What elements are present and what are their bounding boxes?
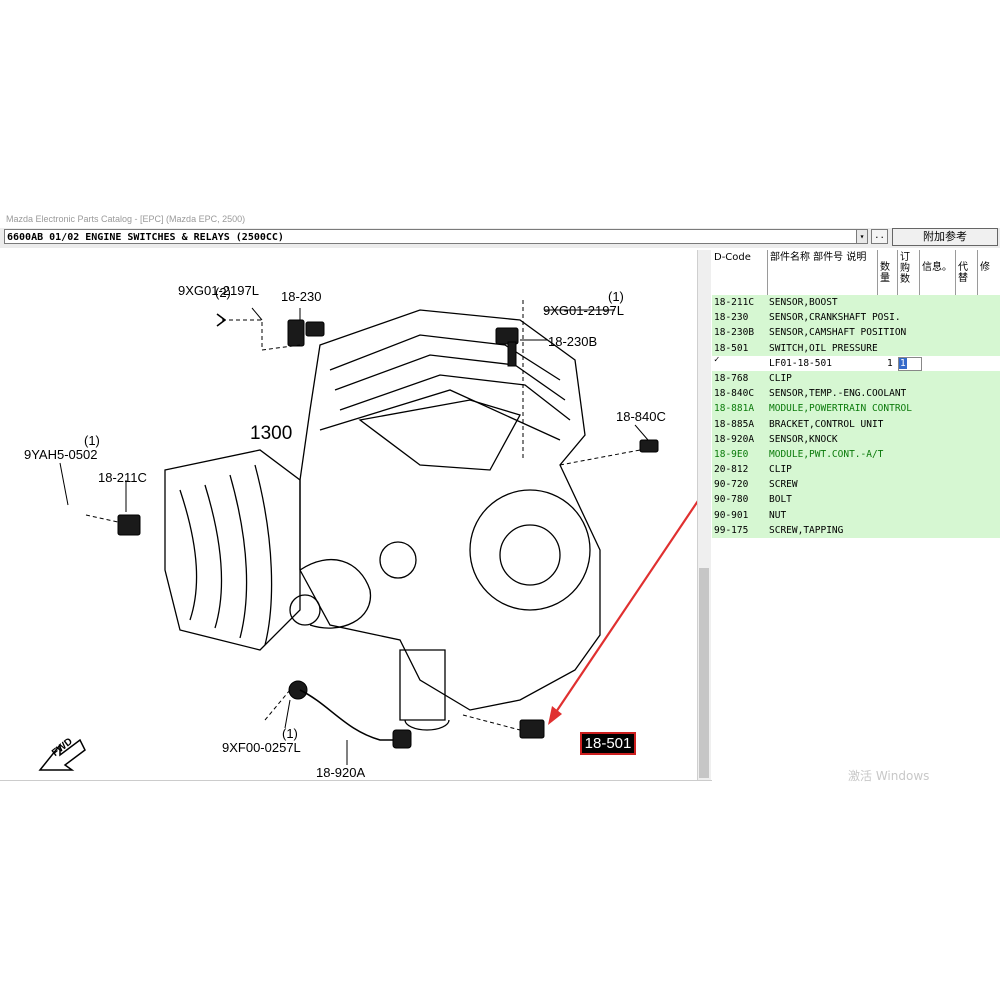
table-row[interactable]: 18-768 CLIP [712,370,1000,387]
activation-watermark: 激活 Windows [848,769,930,783]
intake-manifold [164,449,301,651]
section-select[interactable]: 6600AB 01/02 ENGINE SWITCHES & RELAYS (2… [4,229,866,244]
order-qty-input[interactable]: 1 [898,356,922,371]
table-row[interactable]: 90-720 SCREW [712,477,1000,493]
table-row[interactable]: 20-812 CLIP [712,462,1000,478]
part-label[interactable]: 18-840C [616,409,666,424]
toolbar: 6600AB 01/02 ENGINE SWITCHES & RELAYS (2… [0,228,1000,248]
engine-block-outline [299,309,601,711]
crank-sensor-part [287,319,305,347]
dcode-cell: 18-840C [714,388,755,400]
dcode-cell: 99-175 [714,524,749,536]
boost-sensor-part [117,514,141,536]
fastener-label: 9XF00-0257L [222,740,301,755]
fastener-label: (1) [282,726,298,741]
part-number-cell: LF01-18-501 [769,356,853,371]
name-cell: CLIP [769,372,792,384]
oil-pressure-switch-part [519,719,545,739]
cam-sensor-part [495,327,519,345]
name-cell: MODULE,POWERTRAIN CONTROL [769,403,912,415]
col-extra[interactable]: 修 [980,262,990,273]
highlighted-part-label[interactable]: 18-501 [580,732,636,755]
name-cell: BOLT [769,494,792,506]
name-cell: SCREW [769,479,798,491]
name-cell: SENSOR,BOOST [769,297,838,308]
grid-body: 18-211C SENSOR,BOOST 18-230 SENSOR,CRANKSH… [712,295,1000,538]
name-cell: SENSOR,CRANKSHAFT POSI. [769,312,901,324]
name-cell: SENSOR,KNOCK [769,433,838,445]
col-dcode[interactable]: D-Code [712,250,768,295]
order-qty-value: 1 [899,357,907,369]
name-cell: SCREW,TAPPING [769,524,844,536]
fastener-label: (2) [215,285,231,300]
table-row[interactable]: 18-211C SENSOR,BOOST [712,295,1000,311]
table-row[interactable]: 99-175 SCREW,TAPPING [712,522,1000,538]
col-alt[interactable]: 代替 [956,250,978,295]
chevron-down-icon[interactable]: ▾ [856,229,868,244]
name-cell: CLIP [769,464,792,476]
part-label[interactable]: 18-230 [281,289,322,304]
col-order[interactable]: 订购数 [898,250,920,295]
name-cell: SWITCH,OIL PRESSURE [769,342,878,354]
fastener-label: 9XG01-2197L [178,283,259,298]
dcode-cell: 18-885A [714,418,755,430]
col-qty[interactable]: 数量 [878,250,898,295]
dcode-cell: 18-211C [714,297,755,308]
fwd-arrow-icon [38,738,86,771]
table-row[interactable]: 18-881A MODULE,POWERTRAIN CONTROL [712,401,1000,417]
parts-diagram[interactable] [0,250,697,780]
part-label[interactable]: 18-211C [98,470,147,485]
grid-header: D-Code 部件名称 部件号 说明 数量 订购数 信息。 代替 修 [712,250,1000,296]
name-cell: MODULE,PWT.CONT.-A/T [769,448,884,460]
name-cell: SENSOR,CAMSHAFT POSITION [769,327,907,339]
dcode-cell: 90-720 [714,479,749,491]
qty-cell: 1 [887,357,893,369]
browse-button[interactable]: .. [871,229,888,244]
diagram-scrollbar[interactable] [697,250,711,780]
table-row[interactable]: 90-780 BOLT [712,492,1000,508]
scrollbar-thumb[interactable] [699,568,709,778]
table-row[interactable]: 18-920A SENSOR,KNOCK [712,431,1000,447]
table-row[interactable]: 18-230B SENSOR,CAMSHAFT POSITION [712,325,1000,341]
name-cell: BRACKET,CONTROL UNIT [769,418,884,430]
table-row[interactable]: 18-9E0 MODULE,PWT.CONT.-A/T [712,446,1000,463]
dcode-cell: 90-780 [714,494,749,506]
dcode-cell: 18-920A [714,433,755,445]
dcode-cell: 18-768 [714,372,749,384]
fastener-label: (1) [84,433,100,448]
dcode-cell: 18-230 [714,312,749,324]
col-info[interactable]: 信息。 [920,250,956,295]
divider [0,780,712,781]
table-row[interactable]: 18-840C SENSOR,TEMP.-ENG.COOLANT [712,386,1000,402]
check-icon[interactable]: ✓ [714,355,720,365]
part-label[interactable]: 1300 [250,423,293,444]
parts-grid: D-Code 部件名称 部件号 说明 数量 订购数 信息。 代替 修 18-21… [712,250,1000,540]
name-cell: SENSOR,TEMP.-ENG.COOLANT [769,388,907,400]
table-row[interactable]: 90-901 NUT [712,507,1000,523]
fastener-label: (1) [608,289,624,304]
table-row[interactable]: 18-885A BRACKET,CONTROL UNIT [712,416,1000,432]
fastener-label: 9YAH5-0502 [24,447,98,462]
name-cell: NUT [769,509,787,521]
dcode-cell: 90-901 [714,509,749,521]
dcode-cell: 20-812 [714,464,749,476]
col-name[interactable]: 部件名称 部件号 说明 [768,250,878,295]
dcode-cell: 18-881A [714,403,755,415]
table-row[interactable]: 18-230 SENSOR,CRANKSHAFT POSI. [712,310,1000,326]
additional-reference-button[interactable]: 附加参考 [892,228,998,246]
dcode-cell: 18-230B [714,327,755,339]
engine-illustration [38,300,697,771]
red-arrow-icon [548,500,697,725]
table-row[interactable]: 18-501 SWITCH,OIL PRESSURE [712,340,1000,356]
part-label[interactable]: 18-230B [548,334,598,349]
dcode-cell: 18-501 [714,342,749,354]
part-label[interactable]: 18-920A [316,765,366,780]
window-title: Mazda Electronic Parts Catalog - [EPC] (… [6,214,246,224]
fastener-label: 9XG01-2197L [543,303,624,318]
dcode-cell: 18-9E0 [714,448,749,460]
knock-sensor-part [392,729,412,749]
coolant-sensor-part [639,439,659,453]
selected-part-row[interactable]: ✓ LF01-18-501 1 1 [712,355,1000,371]
